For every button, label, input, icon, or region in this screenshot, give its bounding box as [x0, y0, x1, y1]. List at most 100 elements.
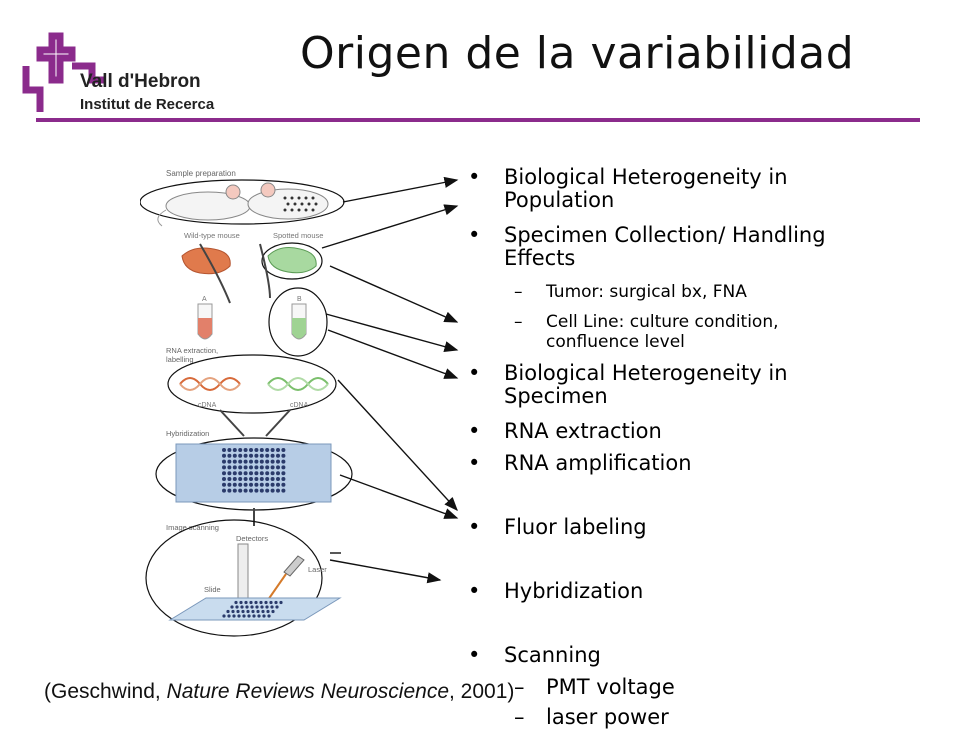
- array-spot: [243, 453, 248, 458]
- sub-bullet-dash: –: [514, 705, 525, 729]
- array-spot: [222, 459, 226, 464]
- label-hybridization: Hybridization: [166, 429, 209, 438]
- label-cdna-2: cDNA: [290, 402, 309, 409]
- array-spot: [222, 465, 226, 470]
- scan-spot: [231, 609, 235, 614]
- scan-spot: [270, 605, 274, 609]
- title-divider: [36, 118, 920, 122]
- bullet-text-cont: Population: [504, 188, 615, 212]
- array-spot: [270, 482, 275, 487]
- array-spot: [276, 453, 280, 458]
- bullet-dot: •: [468, 165, 481, 189]
- tissue-b-icon: [267, 247, 317, 274]
- array-spot: [227, 477, 232, 481]
- bullet-text: Scanning: [504, 643, 601, 667]
- cdna-ellipse: [167, 354, 337, 414]
- array-spot: [254, 465, 259, 470]
- array-spot: [276, 459, 280, 464]
- bullet-text: Biological Heterogeneity in: [504, 361, 788, 385]
- bullet-dot: •: [468, 643, 481, 667]
- array-spot: [249, 448, 253, 452]
- array-spot: [222, 477, 226, 481]
- array-spot: [254, 471, 259, 476]
- array-spot: [232, 482, 237, 487]
- scan-spot: [226, 609, 230, 614]
- array-spot: [276, 482, 280, 487]
- array-spot: [222, 488, 226, 493]
- array-spot: [270, 453, 275, 458]
- array-spot: [259, 477, 264, 481]
- array-spot: [254, 482, 259, 487]
- array-spot: [281, 453, 286, 458]
- array-spot: [227, 453, 232, 458]
- array-spot: [238, 482, 243, 487]
- label-laser: Laser: [308, 565, 327, 574]
- label-detectors: Detectors: [236, 534, 268, 543]
- label-cdna-1: cDNA: [198, 402, 217, 409]
- sub-bullet-text: Cell Line: culture condition,: [546, 312, 779, 332]
- scan-spot: [256, 609, 260, 614]
- scan-spot: [227, 614, 231, 618]
- scan-spot: [222, 614, 226, 618]
- scan-spot: [244, 600, 248, 605]
- array-spot: [254, 459, 259, 464]
- laser-icon: [283, 555, 305, 577]
- array-spot: [265, 448, 270, 452]
- scan-spot: [262, 614, 266, 618]
- array-spot: [232, 448, 237, 452]
- array-spot: [259, 448, 264, 452]
- vall-dhebron-logo: Vall d'Hebron Institut de Recerca: [22, 30, 232, 115]
- bullet-text-cont: Effects: [504, 246, 576, 270]
- array-spot: [276, 477, 280, 481]
- citation-pre: (Geschwind,: [44, 680, 167, 703]
- label-image-scanning: Image scanning: [166, 523, 219, 532]
- array-spot: [270, 448, 275, 452]
- array-spot: [281, 465, 286, 470]
- citation: (Geschwind, Nature Reviews Neuroscience,…: [44, 680, 514, 704]
- array-spot: [243, 459, 248, 464]
- array-spot: [265, 477, 270, 481]
- array-spot: [232, 477, 237, 481]
- array-spot: [276, 488, 280, 493]
- array-spot: [254, 453, 259, 458]
- array-spot: [270, 471, 275, 476]
- array-spot: [265, 453, 270, 458]
- array-spot: [243, 465, 248, 470]
- scan-spot: [251, 609, 255, 614]
- array-spot: [259, 465, 264, 470]
- scan-spot: [236, 609, 240, 614]
- scan-spot: [249, 600, 253, 605]
- array-spot: [259, 453, 264, 458]
- array-spot: [238, 477, 243, 481]
- scan-spot: [232, 614, 236, 618]
- array-spot: [265, 459, 270, 464]
- array-spot: [281, 477, 286, 481]
- array-spot: [238, 459, 243, 464]
- array-spot: [238, 448, 243, 452]
- scanning-ellipse: [145, 519, 323, 637]
- array-spot: [270, 488, 275, 493]
- array-spot: [265, 471, 270, 476]
- scan-spot: [237, 614, 241, 618]
- label-tube-a: A: [202, 296, 207, 303]
- scan-spot: [239, 600, 243, 605]
- scan-spot: [245, 605, 249, 609]
- tube-a-icon: [197, 303, 213, 340]
- citation-journal: Nature Reviews Neuroscience: [166, 680, 450, 703]
- bullet-text: Hybridization: [504, 579, 644, 603]
- label-rna-extraction-2: labelling: [166, 355, 194, 364]
- array-spot: [249, 453, 253, 458]
- array-spot: [270, 459, 275, 464]
- bullet-dot: •: [468, 451, 481, 475]
- array-spot: [265, 465, 270, 470]
- scan-spot: [246, 609, 250, 614]
- tube-b-icon: [291, 303, 307, 340]
- array-spot: [238, 488, 243, 493]
- array-spot: [238, 453, 243, 458]
- scan-spot: [275, 605, 279, 609]
- array-spot: [222, 471, 226, 476]
- array-spot: [227, 465, 232, 470]
- scan-spot: [274, 600, 278, 605]
- array-spot: [232, 465, 237, 470]
- sub-bullet-text-cont: confluence level: [546, 332, 685, 352]
